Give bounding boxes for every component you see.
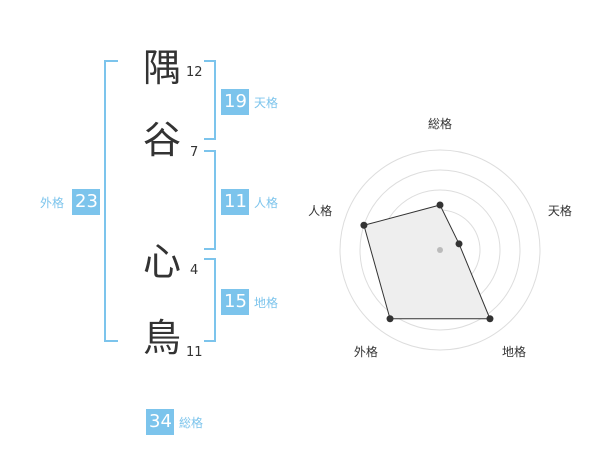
radar-point-4	[386, 315, 394, 323]
name-char-1: 隅	[142, 46, 181, 90]
stroke-count-3: 4	[190, 263, 199, 278]
stroke-count-2: 7	[190, 145, 199, 160]
radar-point-1	[436, 201, 444, 209]
soukaku-label: 総格	[179, 416, 204, 430]
stroke-count-1: 12	[186, 65, 203, 80]
tenkaku-value: 19	[221, 89, 249, 115]
radar-point-2	[455, 240, 463, 248]
jinkaku-label: 人格	[254, 196, 279, 210]
gaikaku-value: 23	[72, 189, 100, 215]
radar-point-3	[486, 315, 494, 323]
stroke-count-4: 11	[186, 345, 203, 360]
radar-ring	[339, 149, 541, 351]
jinkaku-value: 11	[221, 189, 249, 215]
radar-axis-label-2: 天格	[548, 203, 572, 218]
jinkaku-bracket	[204, 150, 216, 250]
chikaku-value: 15	[221, 289, 249, 315]
radar-ring	[359, 169, 521, 331]
gaikaku-label: 外格	[40, 196, 65, 210]
radar-data-polygon	[363, 204, 491, 320]
name-char-4: 鳥	[142, 316, 181, 360]
soukaku-value: 34	[146, 409, 174, 435]
radar-point-5	[360, 221, 368, 229]
gaikaku-bracket	[104, 60, 118, 342]
chikaku-bracket	[204, 258, 216, 342]
radar-axis-label-4: 外格	[354, 344, 378, 359]
radar-center-dot	[437, 247, 443, 253]
tenkaku-bracket	[204, 60, 216, 140]
tenkaku-label: 天格	[254, 96, 279, 110]
radar-axis-label-1: 総格	[428, 116, 452, 131]
chikaku-label: 地格	[254, 296, 279, 310]
name-char-3: 心	[142, 240, 181, 284]
radar-axis-label-3: 地格	[502, 344, 526, 359]
radar-axis-label-5: 人格	[308, 203, 332, 218]
name-char-2: 谷	[142, 118, 181, 162]
radar-data-points	[360, 201, 494, 323]
